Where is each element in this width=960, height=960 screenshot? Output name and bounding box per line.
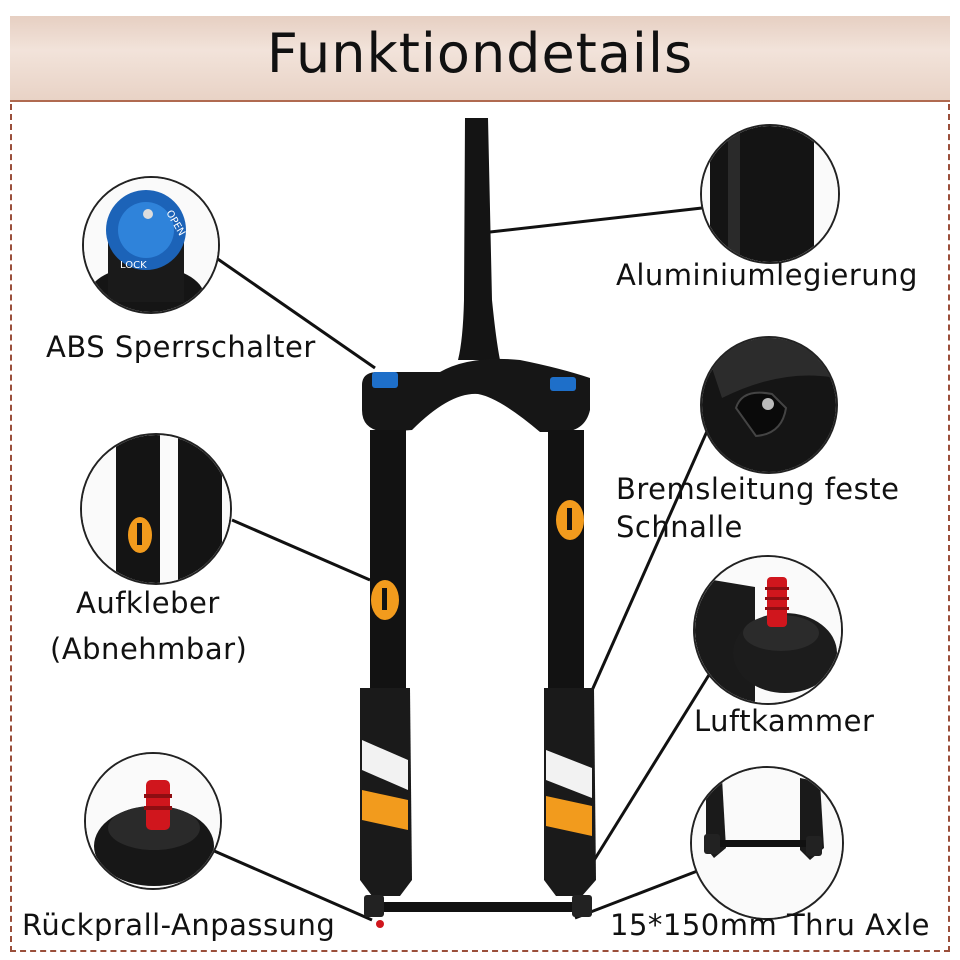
- page-title: Funktiondetails: [266, 22, 694, 85]
- detail-sticker: [80, 433, 232, 585]
- label-alloy: Aluminiumlegierung: [616, 258, 918, 292]
- connector-sticker: [231, 518, 371, 582]
- label-axle: 15*150mm Thru Axle: [610, 908, 930, 942]
- detail-rebound: [84, 752, 222, 890]
- label-brake-line2: Schnalle: [616, 510, 743, 544]
- air-valve-icon: [767, 577, 787, 627]
- clip-screw-icon: [762, 398, 774, 410]
- right-top-cap: [550, 377, 576, 391]
- left-lower-leg: [360, 688, 412, 896]
- right-stanchion: [548, 430, 584, 690]
- label-brake-line1: Bremsleitung feste: [616, 472, 900, 506]
- left-leg-stripe: [362, 740, 408, 790]
- connector-brake: [568, 419, 714, 741]
- detail-brake-clip: [700, 336, 838, 474]
- steerer-tube: [458, 118, 500, 360]
- detail-air-chamber: [693, 555, 843, 705]
- detail-thru-axle: [690, 766, 844, 920]
- left-top-cap: [372, 372, 398, 388]
- axle-right-end: [572, 895, 592, 917]
- connector-axle: [574, 868, 701, 920]
- thru-axle: [372, 902, 587, 912]
- right-lower-leg: [544, 688, 596, 896]
- label-sticker-line1: Aufkleber: [76, 586, 220, 620]
- connector-lines: [211, 206, 714, 922]
- detail-lock-switch: LOCK OPEN: [82, 176, 220, 314]
- detail-alloy: [700, 124, 840, 264]
- axle-left-end: [364, 895, 384, 917]
- knob-lock-text: LOCK: [120, 260, 147, 271]
- connector-lock: [211, 253, 376, 370]
- banner-underline: [10, 100, 950, 102]
- rebound-red-knob-icon: [146, 780, 170, 830]
- rebound-knob: [376, 920, 384, 928]
- label-lock-switch: ABS Sperrschalter: [46, 330, 316, 364]
- label-air-chamber: Luftkammer: [694, 704, 875, 738]
- left-leg-orange: [362, 790, 408, 830]
- connector-alloy: [489, 206, 703, 234]
- label-rebound: Rückprall-Anpassung: [22, 908, 336, 942]
- title-banner: [10, 16, 950, 102]
- dashed-frame: [10, 104, 950, 952]
- crown: [362, 358, 590, 432]
- label-sticker-line2: (Abnehmbar): [50, 632, 248, 666]
- axle-detail-icon: [710, 840, 822, 847]
- connector-air: [586, 669, 714, 871]
- right-leg-stripe: [546, 750, 592, 798]
- connector-rebound: [211, 848, 373, 922]
- left-stanchion: [370, 430, 406, 690]
- right-leg-orange: [546, 796, 592, 836]
